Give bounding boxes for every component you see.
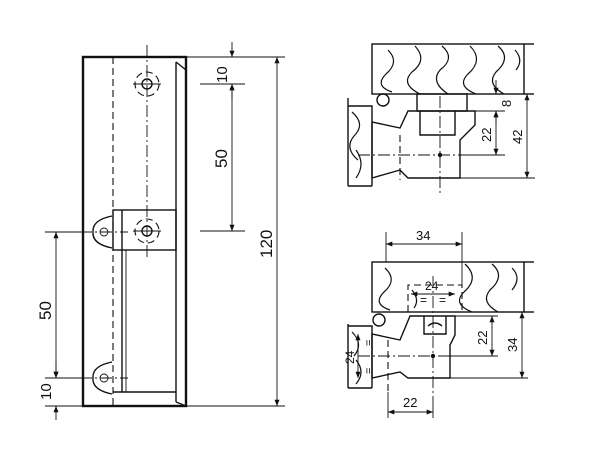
knurled-insert-top	[416, 93, 468, 112]
middle-screw-hole	[133, 218, 161, 244]
side-wood-board-top	[347, 98, 373, 187]
dim-22-right: 22	[475, 331, 490, 345]
dim-24-left: 24	[343, 350, 357, 364]
dim-top-10: 10	[214, 66, 231, 83]
dim-34-top: 34	[416, 228, 430, 243]
dim-8: 8	[499, 100, 514, 107]
hinge-body-top	[371, 110, 476, 179]
equal-mark-right: =	[439, 293, 446, 307]
dim-50-left: 50	[36, 301, 55, 320]
dim-120: 120	[257, 230, 276, 258]
seal-bottom	[372, 313, 386, 327]
hinge-body-bottom	[371, 315, 456, 379]
top-wood-board	[371, 43, 525, 95]
bottom-wood-board	[371, 261, 525, 313]
dim-bottom-10: 10	[38, 383, 55, 400]
section-view-top: 8 22 42	[347, 43, 535, 194]
dim-34-right: 34	[505, 338, 520, 352]
dim-50-right: 50	[212, 149, 231, 168]
dim-22-top: 22	[479, 128, 494, 142]
upper-screw-hole	[133, 71, 161, 97]
section-view-bottom: 34 24 = = 24 = = 22 34	[343, 228, 534, 418]
dim-24-inner: 24	[425, 279, 439, 293]
dim-22-bottom: 22	[403, 395, 417, 410]
seal-top	[376, 93, 390, 107]
dim-42: 42	[510, 130, 525, 144]
inner-plate	[112, 209, 177, 251]
hinge-leaf-body	[81, 55, 188, 408]
equal-mark-left: =	[420, 293, 427, 307]
equal-mark-vertical: =	[363, 340, 375, 346]
front-view: 10 50 120 50 10	[36, 42, 285, 420]
equal-mark-vertical-2: =	[363, 368, 375, 374]
